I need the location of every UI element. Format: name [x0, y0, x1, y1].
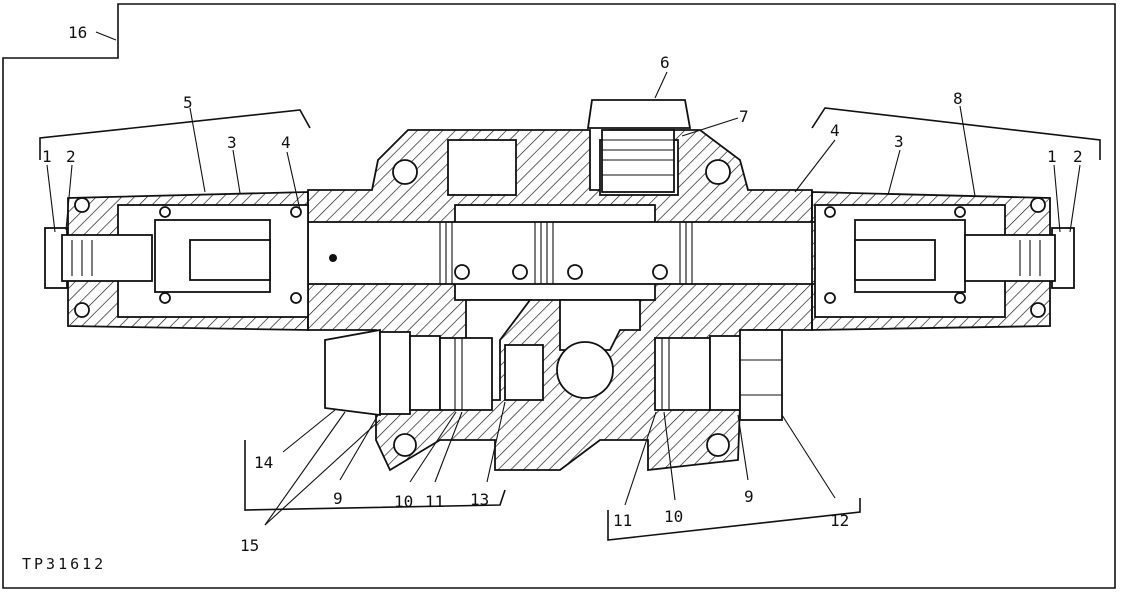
lower-left-plug: [324, 328, 493, 417]
callout-10-left: 10: [394, 492, 413, 511]
callout-1-left: 1: [42, 147, 52, 166]
callout-4-left: 4: [281, 133, 291, 152]
callout-9-left: 9: [333, 489, 343, 508]
valve-housing: [307, 129, 813, 472]
callout-3-right: 3: [894, 132, 904, 151]
callout-13: 13: [470, 490, 489, 509]
top-plug: [586, 99, 692, 193]
figure-frame: [2, 3, 1116, 589]
callout-15: 15: [240, 536, 259, 555]
callout-10-right: 10: [664, 507, 683, 526]
callout-16: 16: [68, 23, 87, 42]
callout-14: 14: [254, 453, 273, 472]
spool: [267, 221, 859, 285]
callout-7: 7: [739, 107, 749, 126]
callout-labels: 16 6 7 5 3 4 1 2 4 3 8 1 2 14 9 10 11 13…: [42, 23, 1083, 555]
callout-9-right: 9: [744, 487, 754, 506]
callout-8: 8: [953, 89, 963, 108]
callout-1-right: 1: [1047, 147, 1057, 166]
lower-right-plug: [654, 329, 783, 421]
callout-11-right: 11: [613, 511, 632, 530]
callout-6: 6: [660, 53, 670, 72]
left-spring-cap: [44, 191, 309, 331]
callout-2-right: 2: [1073, 147, 1083, 166]
callout-3-left: 3: [227, 133, 237, 152]
callout-5: 5: [183, 93, 193, 112]
callout-2-left: 2: [66, 147, 76, 166]
callout-11-left: 11: [425, 492, 444, 511]
figure-code: TP31612: [22, 555, 106, 573]
callout-4-right: 4: [830, 121, 840, 140]
leader-lines: [46, 31, 1081, 526]
right-spring-cap: [811, 191, 1075, 331]
callout-12: 12: [830, 511, 849, 530]
